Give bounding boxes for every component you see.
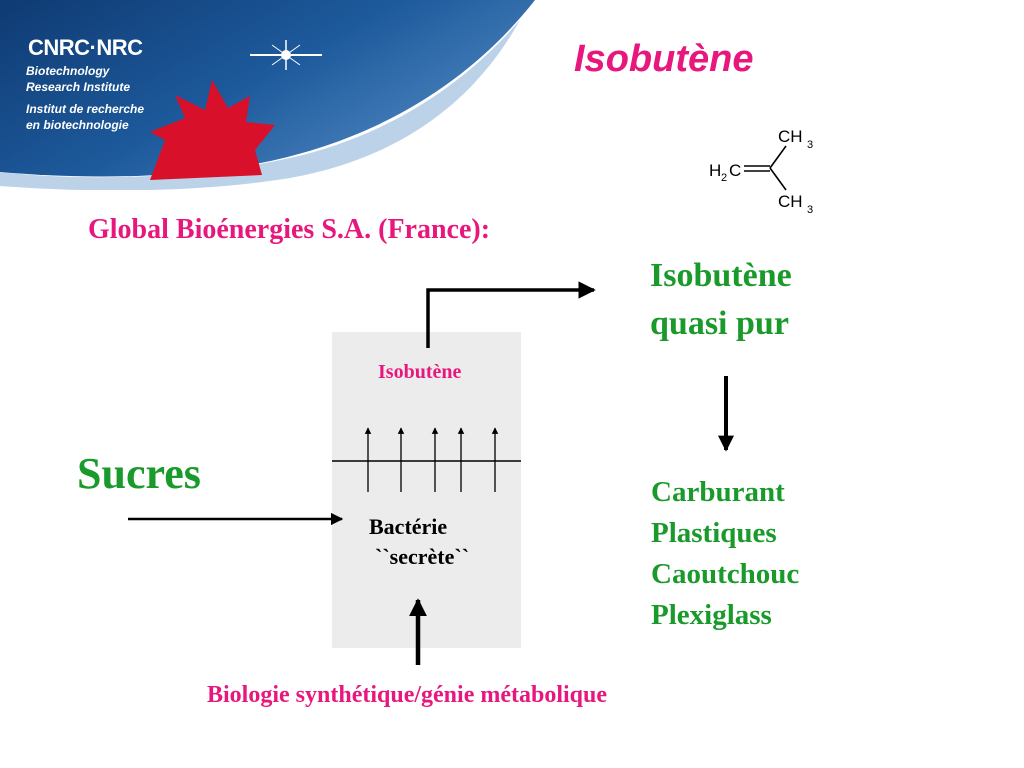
bottom-label: Biologie synthétique/génie métabolique [207, 682, 608, 708]
svg-text:2: 2 [721, 172, 727, 184]
bacteria-label: Bactérie ``secrète`` [366, 512, 469, 572]
gas-release-arrows [364, 427, 499, 492]
svg-text:3: 3 [807, 139, 813, 151]
logo-line-3: Institut de recherche [26, 102, 145, 116]
maple-leaf-icon [150, 80, 275, 180]
bacteria-label-line1: Bactérie [369, 514, 448, 539]
isobutene-molecule: H 2 C CH 3 CH 3 [709, 127, 813, 216]
logo-line-4: en biotechnologie [26, 118, 129, 132]
use-item-plexiglass: Plexiglass [651, 599, 772, 631]
use-item-caoutchouc: Caoutchouc [651, 558, 800, 590]
output-label-line1: Isobutène [650, 257, 792, 294]
use-item-carburant: Carburant [651, 476, 785, 508]
svg-text:H: H [709, 161, 721, 180]
input-label-sucres: Sucres [77, 449, 201, 498]
slide-title: Isobutène [574, 38, 754, 80]
header-banner [0, 0, 535, 190]
uses-list: Carburant Plastiques Caoutchouc Plexigla… [651, 472, 799, 636]
company-label: Global Bioénergies S.A. (France): [88, 214, 491, 245]
logo-line-1: Biotechnology [26, 64, 110, 78]
svg-text:CH: CH [778, 192, 803, 211]
svg-text:CH: CH [778, 127, 803, 146]
output-label-line2: quasi pur [650, 305, 789, 342]
outlet-arrow [426, 281, 596, 348]
bacteria-label-line2: ``secrète`` [375, 544, 470, 569]
logo-line-2: Research Institute [26, 80, 131, 94]
svg-text:3: 3 [807, 204, 813, 216]
svg-text:C: C [729, 161, 741, 180]
reactor-box [332, 332, 521, 648]
use-item-plastiques: Plastiques [651, 517, 777, 549]
star-flare-icon [250, 40, 322, 70]
reactor-gas-label: Isobutène [378, 361, 462, 383]
logo-org-name: CNRC·NRC [28, 35, 143, 60]
